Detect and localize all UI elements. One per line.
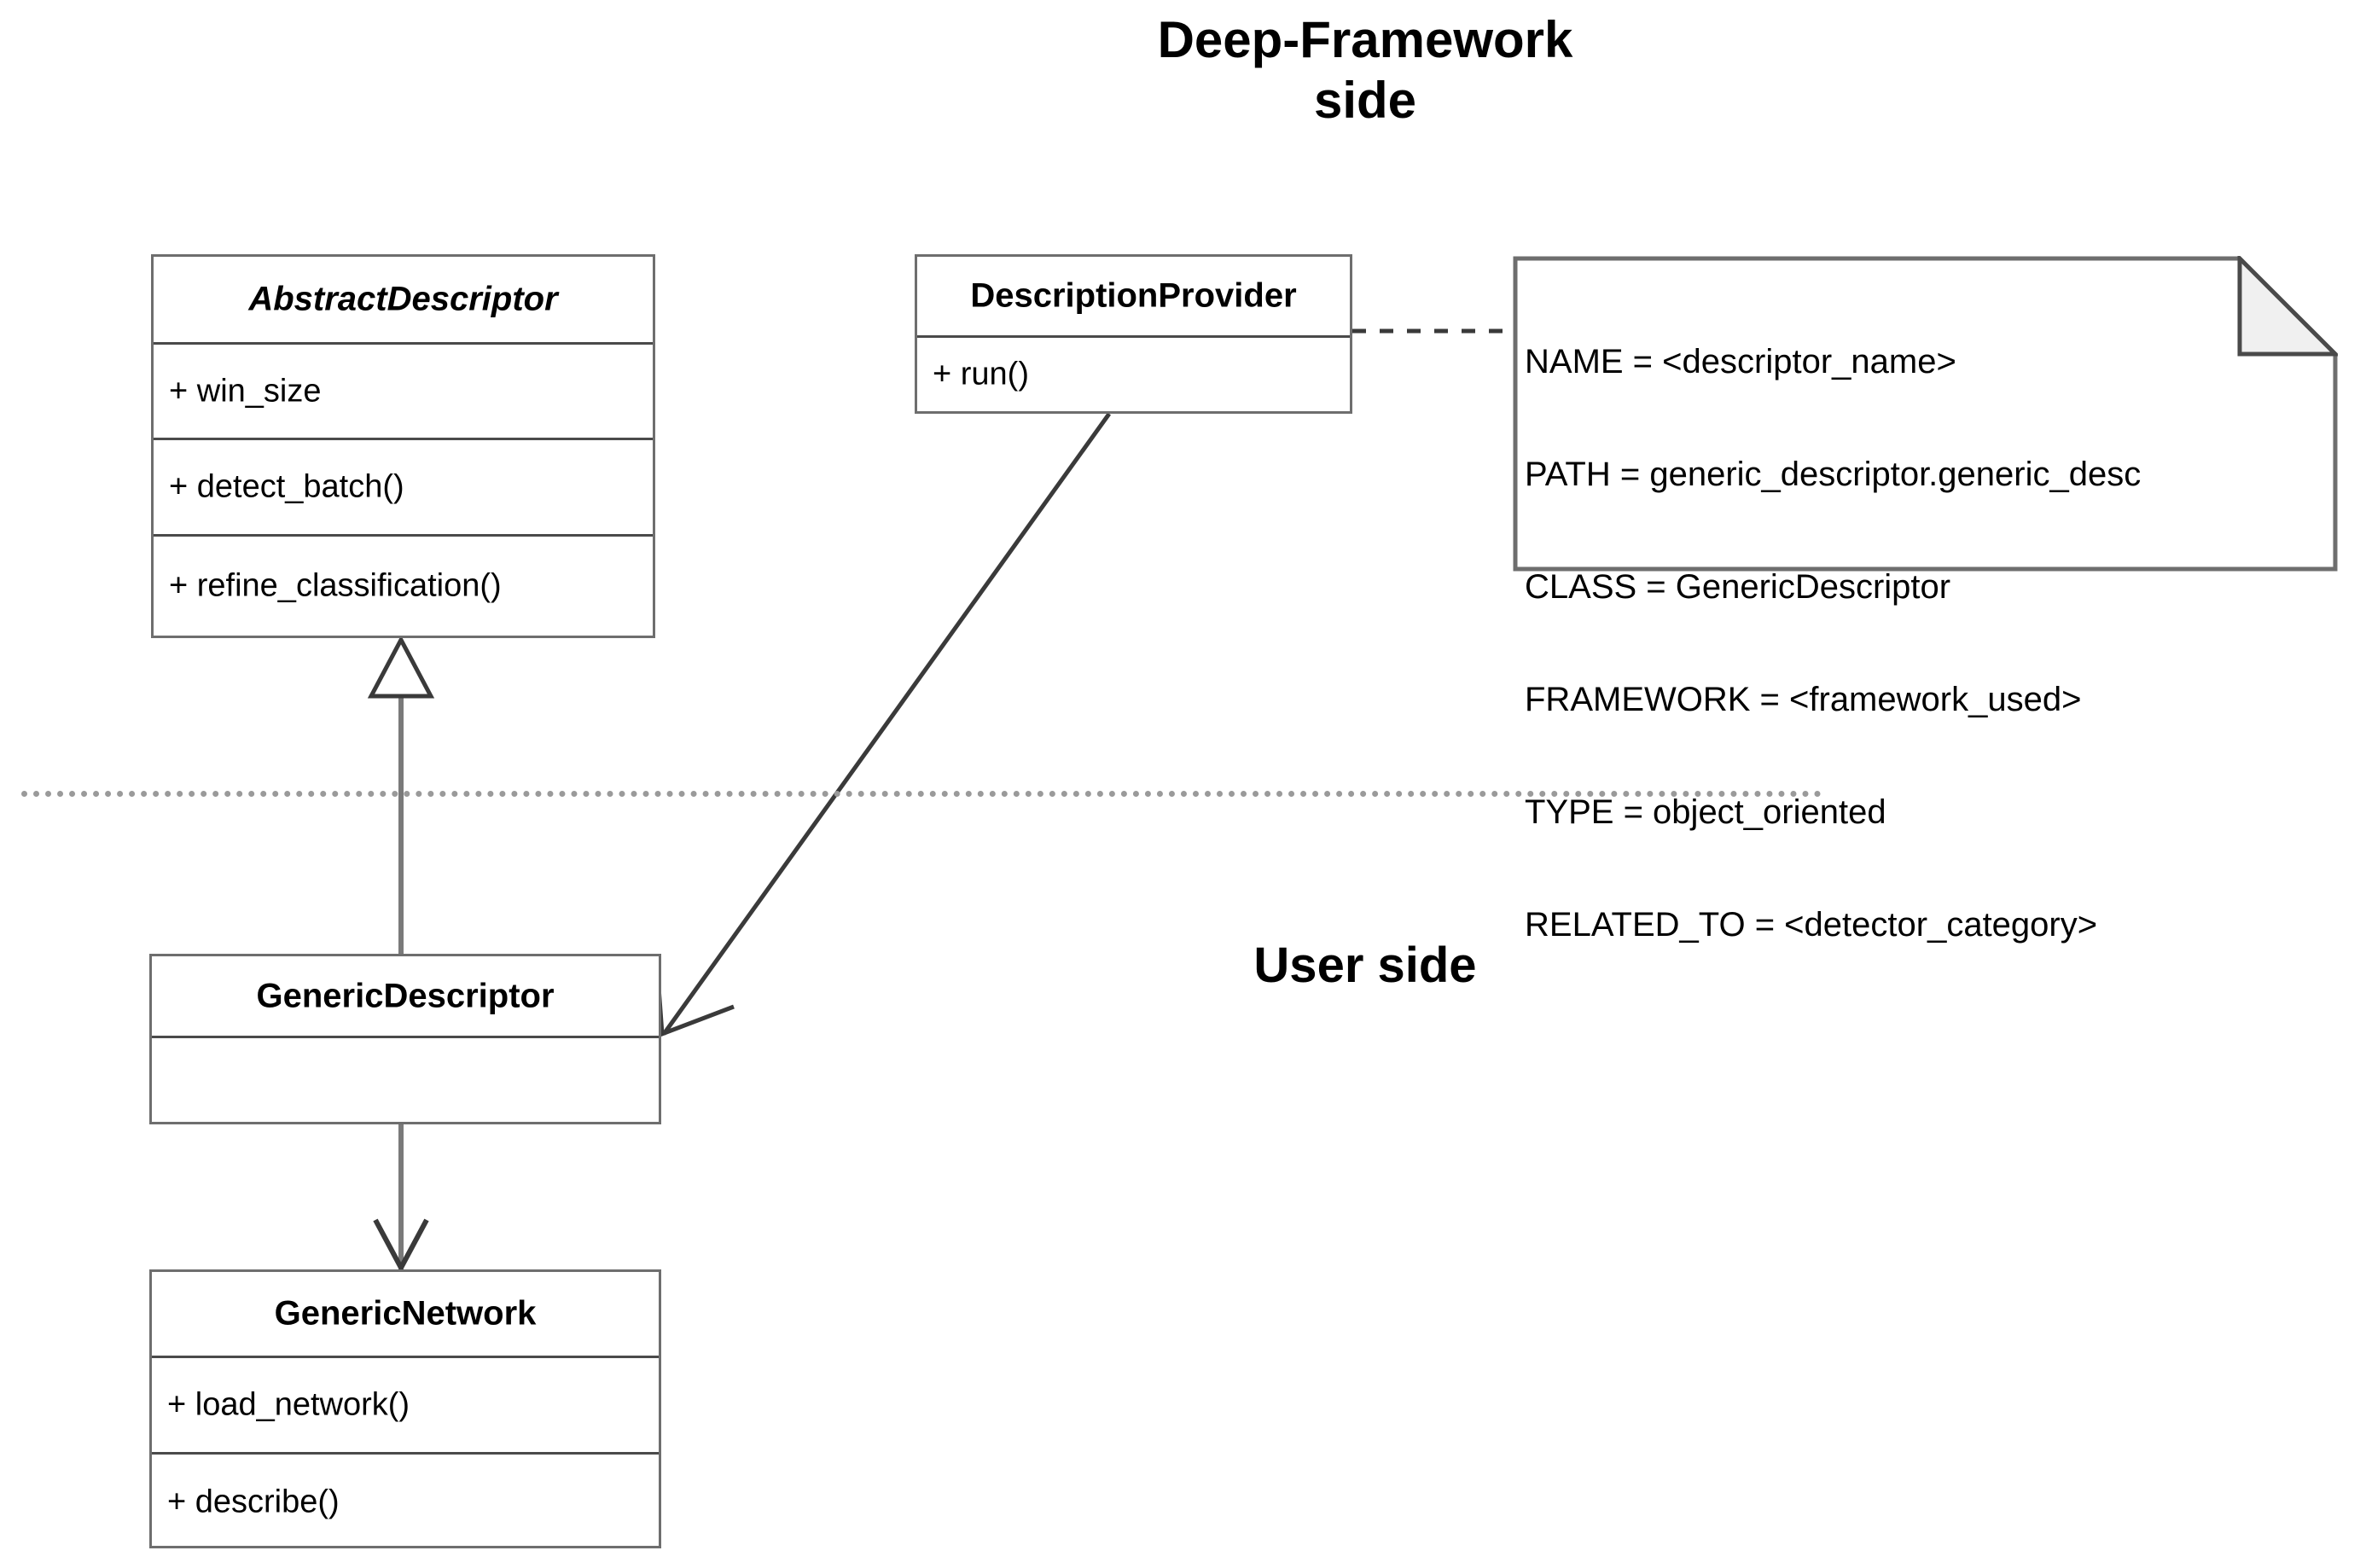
class-generic-descriptor[interactable]: GenericDescriptor (149, 954, 661, 1124)
note-text-block: NAME = <descriptor_name> PATH = generic_… (1525, 268, 2141, 1019)
operation-detect-batch: + detect_batch() (169, 468, 404, 505)
user-side-title: User side (1253, 938, 1477, 993)
operation-refine-classification: + refine_classification() (169, 567, 502, 604)
class-name-compartment: AbstractDescriptor (154, 257, 653, 345)
note-comment-box[interactable]: NAME = <descriptor_name> PATH = generic_… (1513, 256, 2338, 944)
class-title-generic-descriptor: GenericDescriptor (256, 977, 555, 1014)
class-title-abstract-descriptor: AbstractDescriptor (248, 280, 558, 318)
note-line-path: PATH = generic_descriptor.generic_desc (1525, 456, 2142, 493)
class-attributes-compartment: + win_size (154, 345, 653, 440)
note-line-name: NAME = <descriptor_name> (1525, 343, 1956, 380)
side-divider (21, 791, 1822, 797)
class-name-compartment: DescriptionProvider (917, 257, 1350, 338)
class-name-compartment: GenericNetwork (152, 1272, 659, 1358)
note-line-class: CLASS = GenericDescriptor (1525, 568, 1951, 606)
class-operation-compartment-1: + load_network() (152, 1358, 659, 1455)
class-generic-network[interactable]: GenericNetwork + load_network() + descri… (149, 1269, 661, 1548)
class-operation-compartment-1: + detect_batch() (154, 440, 653, 537)
class-abstract-descriptor[interactable]: AbstractDescriptor + win_size + detect_b… (151, 254, 655, 638)
framework-side-title: Deep-Framework side (1157, 11, 1573, 129)
class-name-compartment: GenericDescriptor (152, 956, 659, 1038)
note-line-related-to: RELATED_TO = <detector_category> (1525, 906, 2098, 944)
class-operation-compartment: + run() (917, 338, 1350, 411)
note-line-framework: FRAMEWORK = <framework_used> (1525, 681, 2082, 718)
class-description-provider[interactable]: DescriptionProvider + run() (915, 254, 1352, 414)
class-operation-compartment-2: + describe() (152, 1455, 659, 1549)
class-operation-compartment-2: + refine_classification() (154, 537, 653, 636)
operation-describe: + describe() (167, 1484, 340, 1519)
operation-load-network: + load_network() (167, 1386, 410, 1423)
association-connector (373, 1124, 429, 1274)
class-title-description-provider: DescriptionProvider (970, 276, 1297, 315)
note-shape (1513, 256, 2338, 572)
note-line-type: TYPE = object_oriented (1525, 793, 1886, 831)
class-title-generic-network: GenericNetwork (274, 1294, 537, 1333)
dependency-connector (654, 412, 1112, 1037)
class-members-compartment (152, 1038, 659, 1124)
operation-run: + run() (933, 356, 1029, 392)
attribute-win-size: + win_size (169, 373, 322, 409)
generalization-connector (367, 635, 435, 954)
